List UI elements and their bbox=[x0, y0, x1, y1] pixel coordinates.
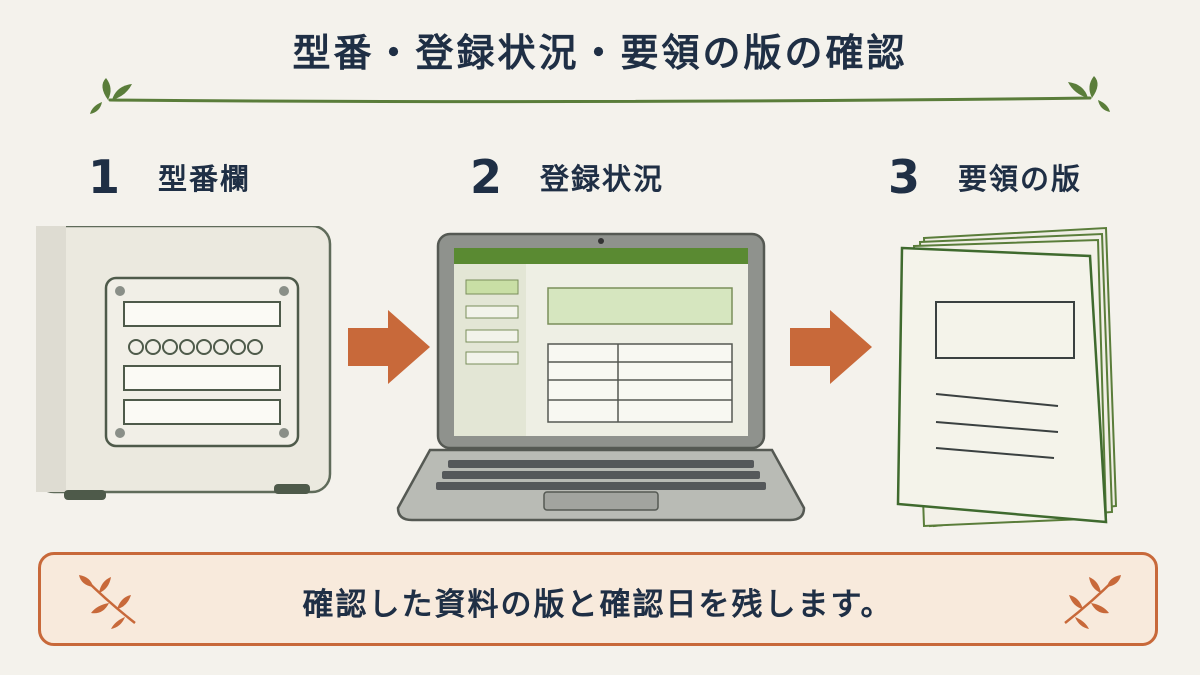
vine-divider-icon bbox=[90, 76, 1110, 114]
arrow-right-icon bbox=[348, 310, 430, 384]
leaf-sprig-icon bbox=[79, 575, 136, 629]
step-number: 3 bbox=[888, 150, 921, 204]
step-number: 2 bbox=[470, 150, 503, 204]
step-title: 要領の版 bbox=[958, 162, 1083, 196]
leaf-sprig-icon bbox=[1064, 575, 1121, 629]
step-number: 1 bbox=[88, 150, 121, 204]
note-box: 確認した資料の版と確認日を残します。 bbox=[38, 552, 1158, 646]
manual-booklet-icon bbox=[896, 226, 1118, 528]
arrow-right-icon bbox=[790, 310, 872, 384]
note-text: 確認した資料の版と確認日を残します。 bbox=[302, 587, 894, 623]
step-1-label: 1 型番欄 bbox=[88, 150, 251, 204]
equipment-nameplate-icon bbox=[36, 226, 332, 500]
laptop-icon bbox=[396, 232, 806, 522]
page-title: 型番・登録状況・要領の版の確認 bbox=[292, 31, 908, 75]
step-title: 型番欄 bbox=[158, 162, 252, 196]
step-3-label: 3 要領の版 bbox=[888, 150, 1082, 204]
step-title: 登録状況 bbox=[540, 162, 665, 196]
step-2-label: 2 登録状況 bbox=[470, 150, 664, 204]
